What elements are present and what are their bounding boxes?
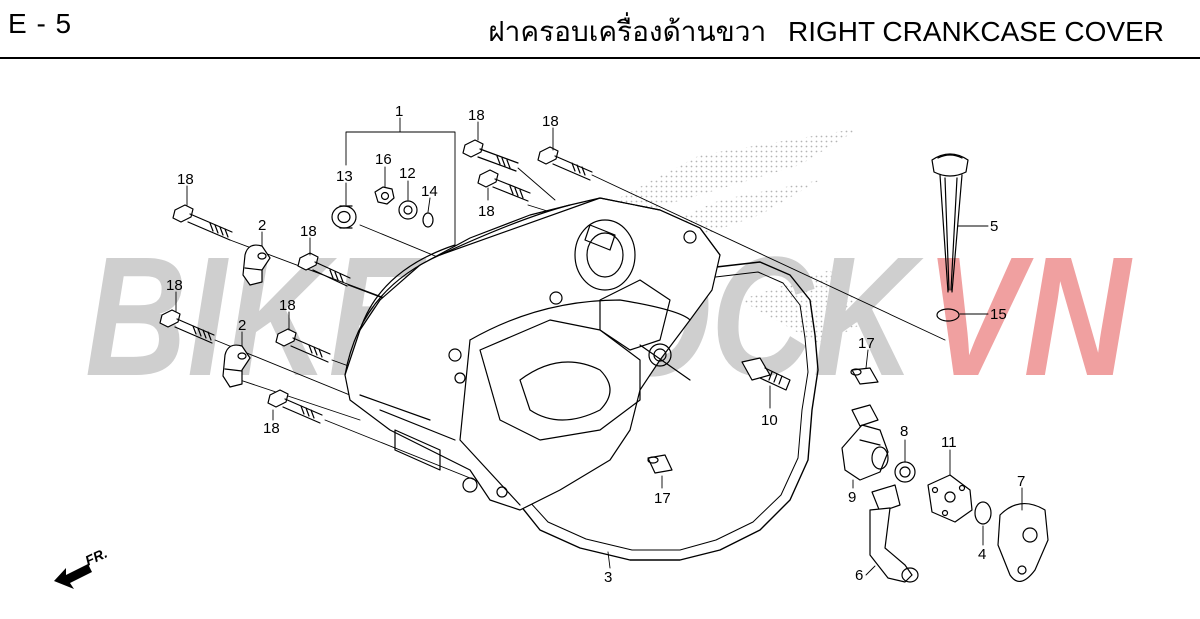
callout-2b: 2	[238, 317, 246, 334]
callout-17a: 17	[858, 335, 875, 352]
callout-8: 8	[900, 423, 908, 440]
bolt-group	[159, 139, 593, 424]
callout-7: 7	[1017, 473, 1025, 490]
callout-5: 5	[990, 218, 998, 235]
callout-13: 13	[336, 168, 353, 185]
stud-bolt-10	[741, 357, 791, 391]
callout-6: 6	[855, 567, 863, 584]
callout-4: 4	[978, 546, 986, 563]
bolt-18-d	[275, 328, 331, 363]
oil-seal-8	[894, 461, 916, 483]
bolt-18-c	[159, 309, 215, 344]
bolt-18-h	[537, 146, 593, 181]
clamp-2-a	[242, 244, 271, 286]
callout-18h: 18	[478, 203, 495, 220]
front-direction-arrow: FR.	[54, 545, 110, 589]
washer-12	[398, 200, 418, 220]
callout-12: 12	[399, 165, 416, 182]
ring-14	[422, 212, 434, 228]
cover-7	[997, 503, 1049, 582]
bolt-18-a	[172, 204, 233, 241]
nut-16-hole	[380, 191, 390, 201]
header-rule	[0, 57, 1200, 59]
callout-18c: 18	[166, 277, 183, 294]
callout-9: 9	[848, 489, 856, 506]
callout-leaders	[175, 121, 1023, 576]
bolt-18-g	[477, 169, 531, 202]
plate-11	[927, 474, 973, 523]
ring-4	[974, 501, 992, 525]
dowel-pin-17-a	[850, 367, 879, 385]
callout-14: 14	[421, 183, 438, 200]
callout-bracket-1	[345, 117, 456, 246]
callout-18d: 18	[279, 297, 296, 314]
callout-16: 16	[375, 151, 392, 168]
callout-15: 15	[990, 306, 1007, 323]
callout-18b: 18	[300, 223, 317, 240]
bolt-18-f	[462, 139, 519, 172]
bearing-13	[331, 205, 357, 229]
title-english: RIGHT CRANKCASE COVER	[788, 16, 1164, 47]
callout-18f: 18	[468, 107, 485, 124]
page-title: ฝาครอบเครื่องด้านขวา RIGHT CRANKCASE COV…	[488, 10, 1164, 54]
dowel-pin-17-b	[647, 454, 673, 474]
callout-3: 3	[604, 569, 612, 586]
front-label: FR.	[83, 545, 110, 569]
callout-17b: 17	[654, 490, 671, 507]
callout-18e: 18	[263, 420, 280, 437]
oil-level-gauge-5	[931, 153, 969, 293]
crankcase-cover	[344, 197, 721, 511]
callout-18g: 18	[542, 113, 559, 130]
clamp-2-b	[222, 344, 251, 388]
page-header: E - 5 ฝาครอบเครื่องด้านขวา RIGHT CRANKCA…	[0, 0, 1200, 59]
nut-16	[374, 186, 395, 205]
shaft-assembly-9	[841, 404, 889, 481]
watermark-accent: VN	[925, 222, 1133, 412]
callout-11: 11	[941, 434, 957, 451]
bolt-18-b	[297, 252, 351, 287]
callout-1: 1	[395, 103, 403, 120]
callout-10: 10	[761, 412, 778, 429]
bolt-18-e	[267, 389, 323, 424]
lever-6	[869, 484, 919, 583]
callout-labels: 1 2 2 3 4 5 6 7 8 9 10 11 12 13 14 15 16…	[166, 103, 1025, 586]
page-code: E - 5	[8, 8, 73, 39]
callout-2a: 2	[258, 217, 266, 234]
title-thai: ฝาครอบเครื่องด้านขวา	[488, 16, 767, 47]
o-ring-15	[936, 308, 960, 322]
callout-18a: 18	[177, 171, 194, 188]
